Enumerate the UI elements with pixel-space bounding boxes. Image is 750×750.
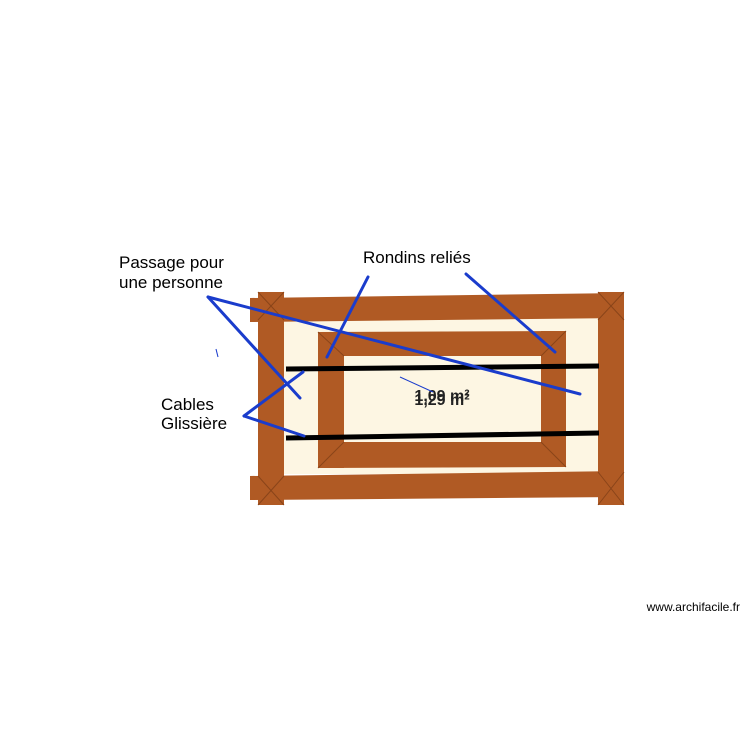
passage-label-line1: Passage pour bbox=[119, 253, 224, 272]
rondins-leader-1 bbox=[325, 275, 370, 359]
annotation-lines bbox=[206, 272, 582, 438]
outer-log-right bbox=[598, 292, 624, 505]
outer-corner-joints bbox=[257, 291, 625, 506]
cable-bottom bbox=[285, 430, 600, 441]
cables-leader-2 bbox=[242, 414, 306, 438]
inner-log-top bbox=[318, 331, 566, 358]
passage-leader-1 bbox=[206, 295, 302, 400]
outer-log-bottom bbox=[250, 471, 624, 500]
area-leader bbox=[399, 376, 434, 393]
passage-leader-2 bbox=[206, 295, 582, 396]
cable-top bbox=[285, 363, 600, 372]
outer-log-top bbox=[250, 293, 624, 322]
cables-label-line2: Glissière bbox=[161, 414, 227, 433]
watermark: www.archifacile.fr bbox=[646, 600, 740, 614]
inner-corner-joints bbox=[317, 330, 567, 469]
passage-label-line2: une personne bbox=[119, 273, 223, 292]
inner-floor bbox=[344, 356, 541, 442]
inner-log-bottom bbox=[318, 441, 566, 468]
cables-leader-1 bbox=[242, 370, 305, 418]
inner-log-left bbox=[318, 332, 344, 468]
outer-log-left bbox=[258, 292, 284, 505]
area-label-2: 1,29 m² bbox=[414, 392, 469, 409]
rondins-leader-2 bbox=[464, 272, 557, 354]
cables-label-line1: Cables bbox=[161, 395, 214, 414]
rondins-label: Rondins reliés bbox=[363, 248, 471, 267]
area-label-1: 1,09 m² bbox=[414, 388, 469, 405]
stray-mark bbox=[215, 348, 219, 358]
